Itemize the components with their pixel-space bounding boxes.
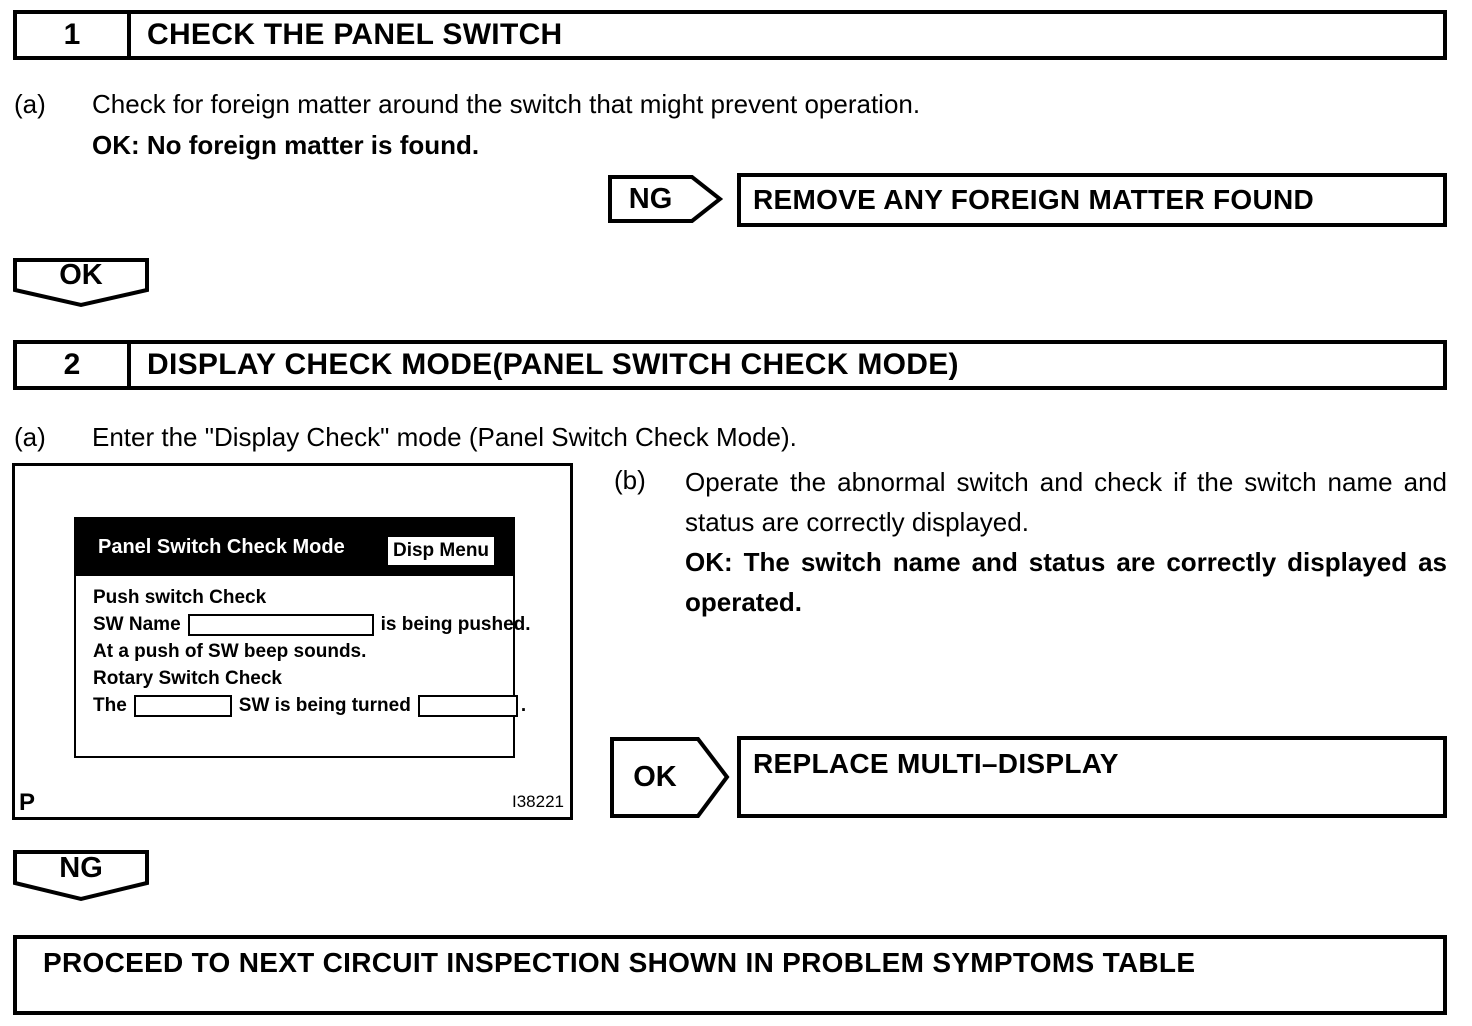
step1-item-a-ok: OK: No foreign matter is found. bbox=[92, 130, 480, 160]
rotary-line: The SW is being turned . bbox=[93, 695, 526, 717]
step2-header: 2 DISPLAY CHECK MODE(PANEL SWITCH CHECK … bbox=[13, 340, 1447, 390]
final-instruction-box: PROCEED TO NEXT CIRCUIT INSPECTION SHOWN… bbox=[13, 935, 1447, 1015]
screen-title: Panel Switch Check Mode bbox=[98, 536, 345, 558]
step2-item-b: (b) Operate the abnormal switch and chec… bbox=[614, 462, 1447, 622]
rotary-prefix: The bbox=[93, 695, 127, 716]
step2-item-b-label: (b) bbox=[614, 465, 646, 495]
sw-name-line: SW Name is being pushed. bbox=[93, 614, 531, 636]
ok-arrow-right-icon bbox=[610, 737, 730, 818]
step2-title: DISPLAY CHECK MODE(PANEL SWITCH CHECK MO… bbox=[147, 348, 959, 381]
rotary-switch-check-line: Rotary Switch Check bbox=[93, 668, 282, 689]
disp-menu-button: Disp Menu bbox=[388, 537, 494, 565]
rotary-sw-field bbox=[133, 695, 232, 717]
ok-label: OK bbox=[59, 258, 103, 291]
ng-label: NG bbox=[628, 182, 673, 215]
step2-item-a-label: (a) bbox=[14, 422, 46, 452]
ng-connector-step1: NG bbox=[608, 175, 723, 223]
step2-item-b-text: Operate the abnormal switch and check if… bbox=[685, 467, 1447, 537]
display-screen-mockup: Panel Switch Check Mode Disp Menu Push s… bbox=[74, 517, 531, 758]
ng-arrow-down-icon bbox=[13, 850, 149, 902]
rotary-direction-field bbox=[417, 695, 518, 717]
step1-item-a-label: (a) bbox=[14, 89, 46, 119]
step2-number: 2 bbox=[17, 344, 131, 386]
step1-header: 1 CHECK THE PANEL SWITCH bbox=[13, 10, 1447, 60]
step1-number: 1 bbox=[17, 14, 131, 56]
sw-name-suffix: is being pushed. bbox=[380, 614, 531, 635]
ng-action-box-step1: REMOVE ANY FOREIGN MATTER FOUND bbox=[737, 173, 1447, 227]
screen-body: Push switch Check SW Name is being pushe… bbox=[76, 576, 531, 717]
ok-arrow-down-icon bbox=[13, 258, 149, 308]
rotary-mid: SW is being turned bbox=[238, 695, 411, 716]
ok-connector-step1: OK bbox=[13, 258, 149, 308]
step2-item-a-text: Enter the "Display Check" mode (Panel Sw… bbox=[92, 422, 797, 452]
sw-name-prefix: SW Name bbox=[93, 614, 181, 635]
sw-name-field bbox=[187, 614, 374, 636]
step2-item-b-ok: OK: The switch name and status are corre… bbox=[685, 547, 1447, 617]
push-switch-check-line: Push switch Check bbox=[93, 587, 267, 608]
ng-connector-step2: NG bbox=[13, 850, 149, 902]
ok-action-box-step2: REPLACE MULTI–DISPLAY bbox=[737, 736, 1447, 818]
ok-label: OK bbox=[633, 761, 677, 793]
figure-id: I38221 bbox=[512, 792, 564, 811]
figure-panel-switch-check: Panel Switch Check Mode Disp Menu Push s… bbox=[12, 463, 573, 820]
beep-line: At a push of SW beep sounds. bbox=[93, 641, 367, 662]
figure-page-marker: P bbox=[19, 789, 36, 816]
step1-item-a-text: Check for foreign matter around the swit… bbox=[92, 89, 921, 119]
ng-arrow-right-icon bbox=[608, 175, 723, 223]
ng-label: NG bbox=[59, 851, 103, 884]
ok-connector-step2: OK bbox=[610, 737, 730, 818]
screen-header-bar: Panel Switch Check Mode Disp Menu bbox=[76, 519, 513, 576]
rotary-suffix: . bbox=[520, 695, 527, 716]
step1-title: CHECK THE PANEL SWITCH bbox=[147, 18, 563, 51]
